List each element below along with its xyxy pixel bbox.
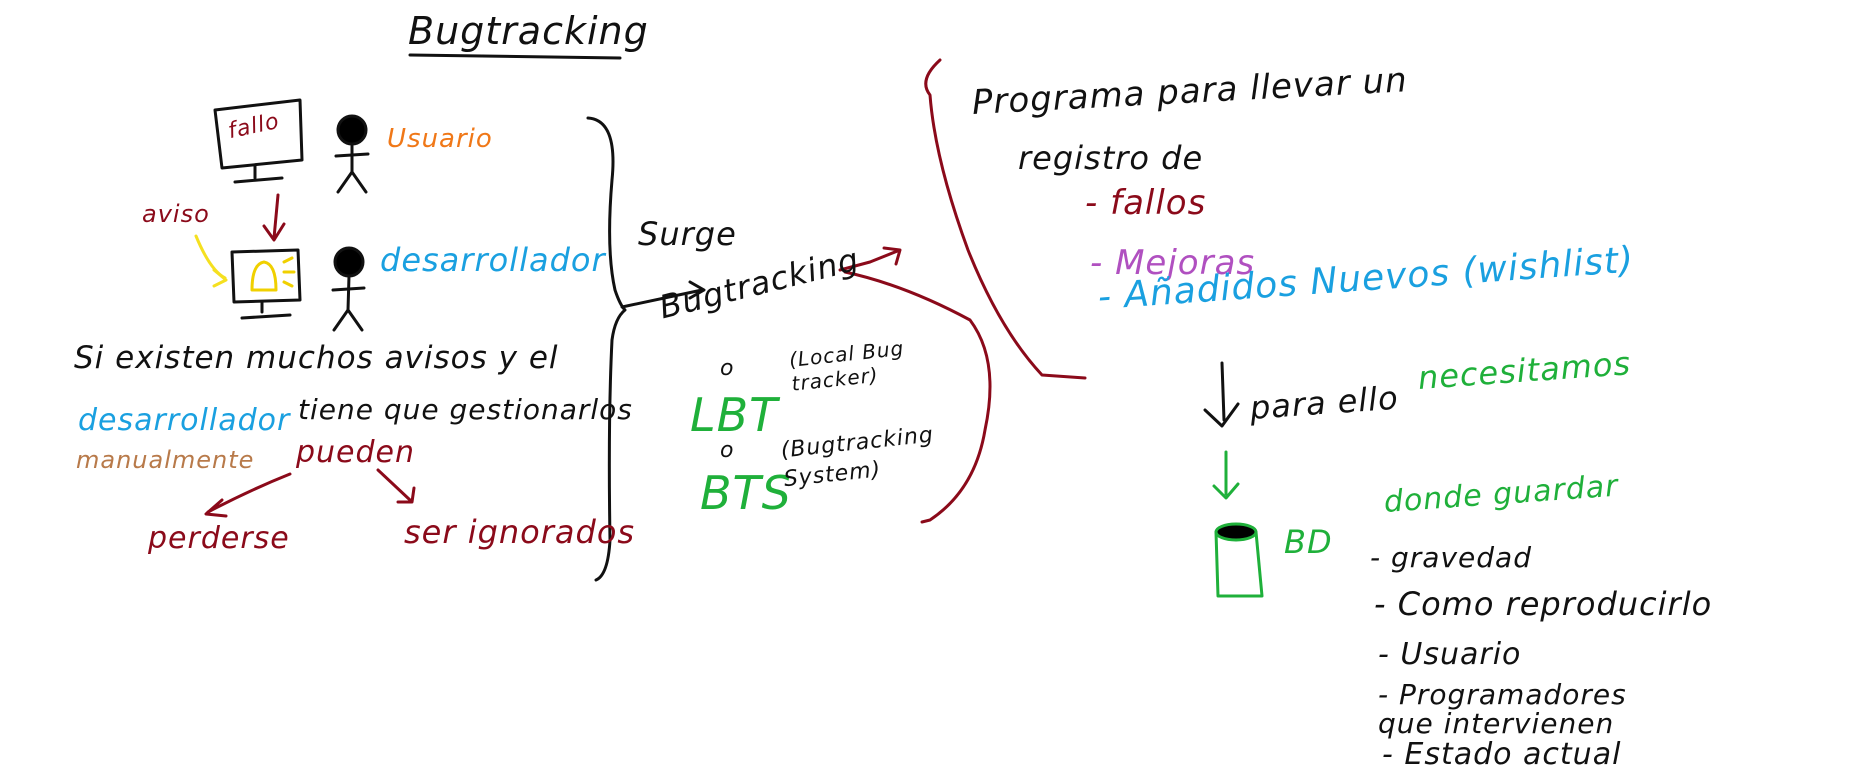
item-fallos: - fallos bbox=[1085, 186, 1206, 220]
o-separator-2: o bbox=[720, 438, 735, 463]
item-mejoras-dash: - bbox=[1090, 243, 1104, 283]
lbt-label: LBT bbox=[690, 388, 779, 442]
field-gravedad-dash: - bbox=[1370, 541, 1382, 574]
field-programadores: - Programadores que intervienen bbox=[1378, 680, 1678, 739]
sentence-line-2-rest: tiene que gestionarlos bbox=[298, 393, 633, 426]
definition-bracket bbox=[924, 58, 1087, 380]
o-separator-1: o bbox=[720, 356, 735, 381]
perderse-label: perderse bbox=[148, 521, 290, 556]
field-gravedad: - gravedad bbox=[1370, 544, 1532, 572]
arrow-surge bbox=[620, 280, 706, 309]
monitor-fallo-icon bbox=[213, 98, 304, 184]
sentence-line-2-desarrollador: desarrollador bbox=[78, 403, 291, 438]
title: Bugtracking bbox=[408, 9, 649, 53]
field-programadores-text: Programadores que intervienen bbox=[1378, 678, 1627, 741]
field-usuario-text: Usuario bbox=[1400, 637, 1522, 672]
field-gravedad-text: gravedad bbox=[1391, 541, 1532, 574]
developer-stick-figure-icon bbox=[331, 246, 366, 332]
bd-label: BD bbox=[1284, 523, 1333, 561]
database-icon bbox=[1214, 522, 1264, 598]
para-ello-label: para ello bbox=[1248, 378, 1400, 427]
item-fallos-text: fallos bbox=[1110, 183, 1207, 223]
item-mejoras-text: Mejoras bbox=[1115, 243, 1256, 283]
field-estado-text: Estado actual bbox=[1404, 737, 1622, 772]
left-group-bracket bbox=[586, 116, 627, 582]
arrow-para-ello bbox=[1203, 361, 1240, 428]
field-estado-dash: - bbox=[1382, 737, 1394, 772]
aviso-label: aviso bbox=[142, 200, 210, 228]
ser-ignorados-label: ser ignorados bbox=[404, 513, 636, 551]
sentence-line-3-manualmente: manualmente bbox=[76, 446, 255, 474]
field-como-dash: - bbox=[1374, 585, 1387, 623]
field-usuario-dash: - bbox=[1378, 637, 1390, 672]
field-estado-actual: - Estado actual bbox=[1382, 740, 1621, 770]
item-anadidos-dash: - bbox=[1096, 276, 1114, 318]
field-usuario: - Usuario bbox=[1378, 640, 1521, 670]
sentence-line-3-pueden: pueden bbox=[296, 435, 416, 470]
desarrollador-label: desarrollador bbox=[380, 241, 606, 279]
field-como-text: Como reproducirlo bbox=[1397, 585, 1713, 623]
arrow-bugtracking-definition bbox=[838, 246, 902, 272]
arrow-fallo-to-dev bbox=[262, 193, 286, 242]
item-fallos-dash: - bbox=[1085, 183, 1099, 223]
sentence-line-1: Si existen muchos avisos y el bbox=[74, 340, 559, 376]
arrow-to-ignorados bbox=[376, 468, 416, 504]
usuario-label: Usuario bbox=[387, 124, 493, 154]
lbt-bts-brace bbox=[843, 270, 992, 524]
bell-icon bbox=[250, 256, 296, 292]
surge-label: Surge bbox=[638, 215, 737, 253]
user-stick-figure-icon bbox=[334, 114, 370, 194]
item-mejoras: - Mejoras bbox=[1090, 246, 1255, 280]
field-como-reproducirlo: - Como reproducirlo bbox=[1374, 588, 1712, 620]
title-underline bbox=[408, 53, 622, 60]
monitor-bell-icon bbox=[230, 248, 302, 320]
bts-label: BTS bbox=[700, 466, 792, 520]
field-programadores-dash: - bbox=[1378, 678, 1390, 711]
arrow-aviso bbox=[194, 234, 228, 288]
definition-line-2: registro de bbox=[1018, 139, 1204, 177]
arrow-to-perderse bbox=[204, 472, 292, 518]
arrow-to-bd bbox=[1212, 450, 1240, 500]
